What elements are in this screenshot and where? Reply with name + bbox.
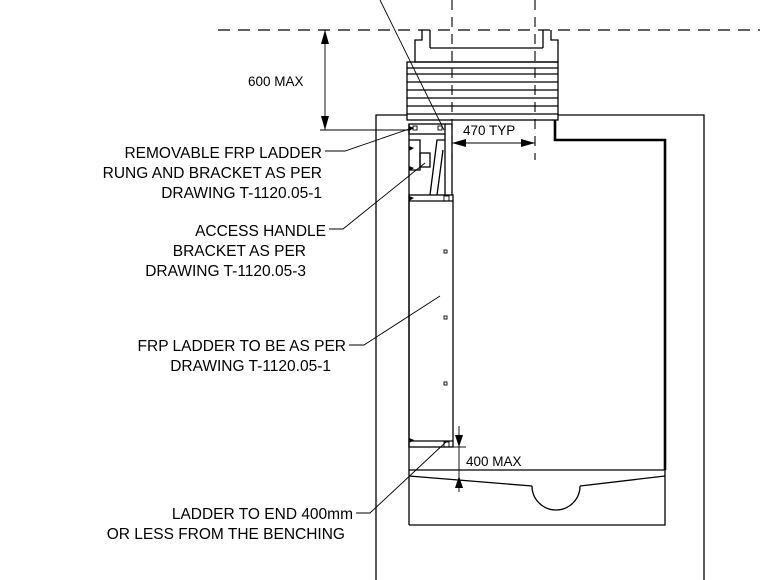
svg-text:FRP LADDER TO BE AS PER: FRP LADDER TO BE AS PER: [138, 338, 346, 355]
chamber-outer-walls: [375, 114, 705, 580]
svg-text:ACCESS HANDLE: ACCESS HANDLE: [195, 223, 326, 240]
leader-lines: [325, 0, 448, 514]
access-handle-bracket: [429, 139, 445, 196]
svg-text:DRAWING T-1120.05-1: DRAWING T-1120.05-1: [170, 358, 331, 375]
callout-ladder-end: LADDER TO END 400mm OR LESS FROM THE BEN…: [107, 506, 353, 543]
frp-ladder: [408, 194, 454, 448]
svg-text:DRAWING T-1120.05-1: DRAWING T-1120.05-1: [161, 185, 322, 202]
manhole-frame-cover: [414, 30, 559, 63]
benching: [408, 469, 666, 511]
svg-text:RUNG AND BRACKET AS PER: RUNG AND BRACKET AS PER: [103, 165, 322, 182]
svg-text:DRAWING T-1120.05-3: DRAWING T-1120.05-3: [145, 263, 306, 280]
dimension-470-label: 470 TYP: [463, 123, 515, 138]
chamber-inner-walls: [408, 120, 667, 526]
svg-text:LADDER TO END 400mm: LADDER TO END 400mm: [172, 506, 353, 523]
dimension-600-label: 600 MAX: [248, 74, 304, 89]
callout-frp-ladder: FRP LADDER TO BE AS PER DRAWING T-1120.0…: [138, 338, 346, 375]
callout-removable-rung: REMOVABLE FRP LADDER RUNG AND BRACKET AS…: [103, 145, 322, 202]
svg-text:BRACKET AS PER: BRACKET AS PER: [173, 243, 306, 260]
removable-rung-bracket: [408, 123, 453, 195]
dimension-400-label: 400 MAX: [466, 454, 522, 469]
dimension-400-max: [453, 426, 466, 492]
svg-text:REMOVABLE FRP LADDER: REMOVABLE FRP LADDER: [124, 145, 322, 162]
leader-top: [379, 0, 445, 131]
leader-handle: [329, 162, 426, 230]
leader-ladder: [349, 295, 441, 346]
dimension-470-typ: [452, 139, 535, 147]
dimension-600-max: [320, 30, 409, 131]
callout-access-handle: ACCESS HANDLE BRACKET AS PER DRAWING T-1…: [145, 223, 326, 280]
leader-rung: [325, 127, 413, 152]
leader-bottom: [356, 440, 448, 514]
svg-text:OR LESS FROM THE BENCHING: OR LESS FROM THE BENCHING: [107, 526, 345, 543]
